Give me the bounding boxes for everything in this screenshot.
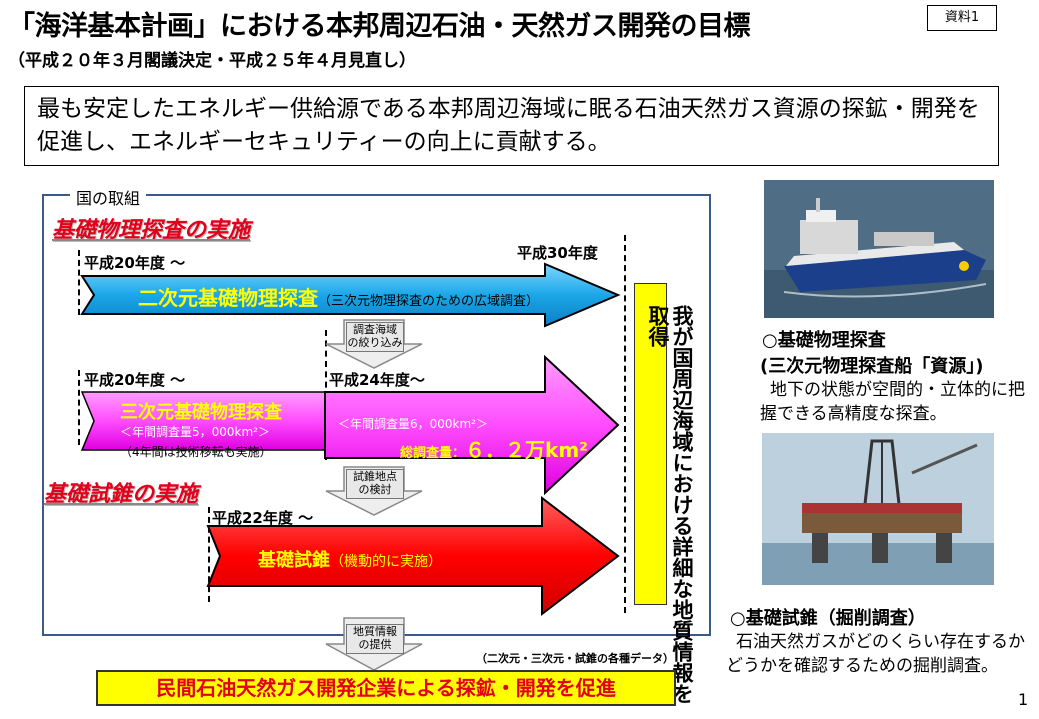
item1-title: ○基礎物理探査	[762, 330, 886, 351]
result-text: 我が国周辺海域における詳細な地質情報を取得	[646, 305, 694, 704]
outcome-box: 民間石油天然ガス開発企業による探鉱・開発を促進	[96, 670, 676, 706]
arrow2-shape	[80, 355, 620, 496]
step-box-line: 試錐地点	[353, 470, 397, 483]
arrow1-shape	[80, 262, 621, 328]
arrow4-note: （機動的に実施）	[330, 554, 442, 570]
diagram-frame-label: 国の取組	[70, 185, 147, 209]
section-title-physical-survey: 基礎物理探査の実施	[52, 218, 251, 243]
arrow2-label: 三次元基礎物理探査	[120, 402, 282, 423]
arrow3-start-period: 平成24年度〜	[329, 371, 425, 389]
arrow1-start-period: 平成20年度 〜	[84, 254, 186, 272]
arrow1-label-group: 二次元基礎物理探査（三次元物理探査のための広域調査）	[138, 282, 539, 311]
step-box-line: の検討	[358, 483, 392, 496]
arrow4-label: 基礎試錐	[258, 550, 330, 571]
arrow1-label: 二次元基礎物理探査	[138, 286, 318, 310]
page-title: 「海洋基本計画」における本邦周辺石油・天然ガス開発の目標	[8, 11, 751, 42]
page-subtitle: （平成２０年３月閣議決定・平成２５年４月見直し）	[8, 51, 416, 71]
total-label: 総調査量：	[400, 446, 466, 461]
survey-ship-photo	[764, 180, 994, 318]
section-title-drilling: 基礎試錐の実施	[44, 482, 199, 507]
step-box-line: 地質情報	[353, 625, 397, 638]
item2-body: 石油天然ガスがどのくらい存在するかどうかを確認するための掘削調査。	[726, 632, 1025, 676]
page-number: 1	[1018, 690, 1029, 709]
arrow2-subnote: （4年間は技術移転も実施）	[120, 445, 272, 459]
timeline-marker	[624, 235, 626, 613]
item1-body: 地下の状態が空間的・立体的に把握できる高精度な探査。	[760, 380, 1025, 424]
arrow1-end-period: 平成30年度	[517, 244, 598, 262]
result-box	[634, 283, 667, 605]
document-label: 資料1	[927, 5, 997, 31]
arrow3-total: 総調査量：６．２万km²	[400, 434, 588, 463]
arrow1-note: （三次元物理探査のための広域調査）	[318, 294, 540, 309]
objective-statement: 最も安定したエネルギー供給源である本邦周辺海域に眠る石油天然ガス資源の探鉱・開発…	[24, 86, 999, 166]
arrow2-start-period: 平成20年度 〜	[84, 371, 186, 389]
step-box-drill-site: 試錐地点 の検討	[346, 469, 404, 499]
step-box-survey-area: 調査海域 の絞り込み	[346, 322, 404, 352]
data-note: （二次元・三次元・試錐の各種データ）	[476, 652, 674, 665]
drilling-rig-photo	[762, 433, 994, 585]
step-box-geo-info: 地質情報 の提供	[346, 624, 404, 654]
step-box-line: の提供	[358, 638, 392, 651]
timeline-marker	[78, 250, 80, 315]
step-box-line: 調査海域	[353, 323, 397, 336]
timeline-marker	[78, 370, 80, 445]
step-box-line: の絞り込み	[347, 336, 403, 349]
arrow3-note: ＜年間調査量6，000km²＞	[338, 417, 488, 431]
arrow2-note: ＜年間調査量5，000km²＞	[120, 425, 270, 439]
arrow4-start-period: 平成22年度 〜	[212, 509, 314, 527]
arrow4-label-group: 基礎試錐（機動的に実施）	[258, 546, 442, 572]
total-value: ６．２万km²	[465, 438, 588, 462]
item2-title: ○基礎試錐（掘削調査）	[730, 608, 926, 629]
timeline-marker	[208, 507, 210, 602]
arrow4-shape	[206, 496, 620, 617]
item1-subtitle: (三次元物理探査船「資源」)	[760, 356, 984, 377]
